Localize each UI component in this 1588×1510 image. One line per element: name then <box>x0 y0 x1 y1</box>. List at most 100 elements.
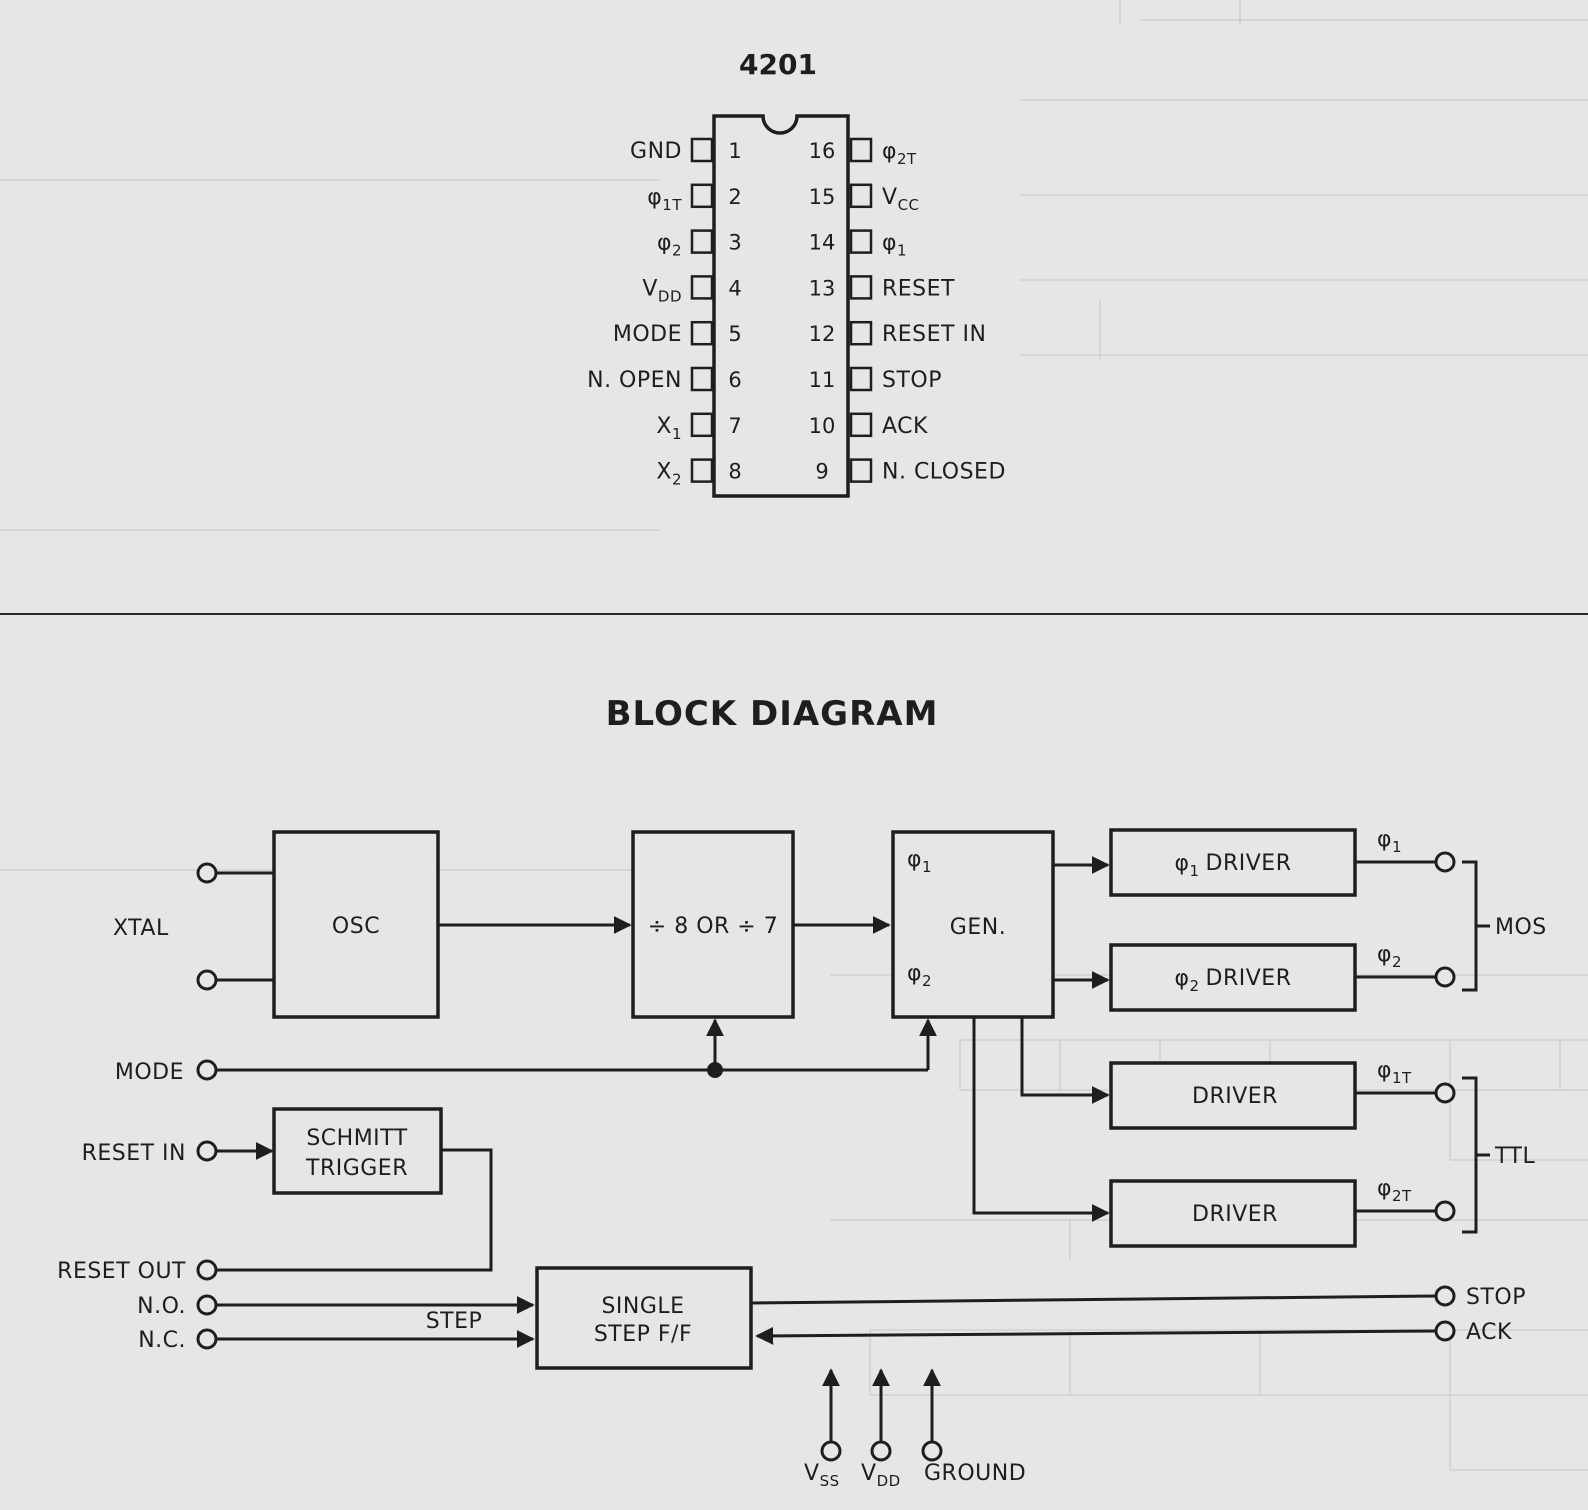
no-terminal <box>196 1294 218 1316</box>
pin-11: 11 STOP <box>809 366 942 393</box>
pin-name: N. CLOSED <box>882 460 1006 485</box>
xtal-upper-terminal <box>196 862 218 884</box>
input-terminals: XTAL MODE RESET IN RESET OUT N.O. N.C. S… <box>57 862 483 1353</box>
pin-number: 10 <box>809 414 836 438</box>
wires <box>214 856 1490 1442</box>
block-diagram-heading: BLOCK DIAGRAM <box>606 694 939 734</box>
xtal-label: XTAL <box>113 916 169 941</box>
pin-8: 8 X2 <box>656 458 742 489</box>
pin-name: X1 <box>656 414 682 443</box>
pin-5: 5 MODE <box>613 320 742 347</box>
vdd-terminal <box>870 1440 892 1462</box>
phi1-out-terminal <box>1434 851 1456 873</box>
pin-name: X2 <box>656 460 682 489</box>
ttl-driver-1-block: DRIVER <box>1109 1061 1357 1130</box>
stop-wire <box>750 1294 1437 1305</box>
stop-label: STOP <box>1466 1285 1526 1310</box>
phi2-out-label: φ2 <box>1377 942 1402 971</box>
pin-name: MODE <box>613 322 682 347</box>
ack-wire <box>755 1326 1437 1345</box>
gen-label: GEN. <box>950 915 1006 940</box>
pin-number: 1 <box>728 139 741 163</box>
gen-to-ttl-driver-2-wire <box>972 1015 1110 1222</box>
pin-number: 16 <box>809 139 836 163</box>
single-step-label-line1: SINGLE <box>601 1294 684 1319</box>
pin-number: 4 <box>728 276 741 300</box>
ttl-bracket <box>1462 1076 1490 1234</box>
pin-name: φ1T <box>647 185 682 214</box>
gen-phi1-label: φ1 <box>907 847 932 876</box>
vdd-label: VDD <box>861 1461 901 1490</box>
pin-number: 5 <box>728 322 741 346</box>
pin-number: 15 <box>809 185 836 209</box>
pin-number: 6 <box>728 368 741 392</box>
pin-number: 7 <box>728 414 741 438</box>
mode-label: MODE <box>115 1060 184 1085</box>
no-label: N.O. <box>137 1294 186 1319</box>
phi1-out-label: φ1 <box>1377 827 1402 856</box>
pin-name: N. OPEN <box>587 368 682 393</box>
pin-12: 12 RESET IN <box>809 320 986 347</box>
pin-name: RESET IN <box>882 322 986 347</box>
pin-6: 6 N. OPEN <box>587 366 742 393</box>
pin-name: φ1 <box>882 231 907 260</box>
reset-out-terminal <box>196 1259 218 1281</box>
vss-terminal <box>820 1440 842 1462</box>
mos-bracket <box>1462 860 1490 992</box>
schmitt-to-singlestep-wire <box>214 1148 493 1272</box>
phi2t-out-terminal <box>1434 1200 1456 1222</box>
pin-number: 13 <box>809 276 836 300</box>
pin-15: 15 VCC <box>809 183 920 214</box>
pin-number: 2 <box>728 185 741 209</box>
block-diagram: BLOCK DIAGRAM <box>57 694 1547 1490</box>
output-terminals: φ1 φ2 φ1T φ2T MOS TTL STOP ACK <box>1377 827 1547 1345</box>
power-terminals: VSS VDD GROUND <box>804 1440 1026 1490</box>
osc-block: OSC <box>272 830 440 1019</box>
ground-label: GROUND <box>924 1461 1026 1486</box>
mode-junction-dot <box>707 1062 723 1078</box>
pin-name: VCC <box>882 185 920 214</box>
nc-label: N.C. <box>138 1328 186 1353</box>
vss-label: VSS <box>804 1461 840 1490</box>
pin-number: 9 <box>815 460 828 484</box>
gen-block: GEN. φ1 φ2 <box>891 830 1055 1019</box>
phi1t-out-terminal <box>1434 1082 1456 1104</box>
pin-number: 8 <box>728 460 741 484</box>
phi2-out-terminal <box>1434 966 1456 988</box>
pin-9: 9 N. CLOSED <box>815 458 1006 485</box>
pin-number: 12 <box>809 322 836 346</box>
reset-out-label: RESET OUT <box>57 1259 186 1284</box>
phi2t-out-label: φ2T <box>1377 1176 1412 1205</box>
gen-to-ttl-driver-1-wire <box>1020 1015 1110 1104</box>
nc-terminal <box>196 1328 218 1350</box>
ack-terminal <box>1434 1320 1456 1342</box>
pin-name: ACK <box>882 414 928 439</box>
single-step-label-line2: STEP F/F <box>594 1322 692 1347</box>
schmitt-trigger-block: SCHMITT TRIGGER <box>272 1107 443 1195</box>
reset-in-terminal <box>196 1140 218 1162</box>
ttl-label: TTL <box>1494 1144 1535 1169</box>
divider-label: ÷ 8 OR ÷ 7 <box>648 914 778 939</box>
mos-label: MOS <box>1495 915 1547 940</box>
pin-10: 10 ACK <box>809 412 928 439</box>
step-label: STEP <box>426 1309 483 1334</box>
stop-terminal <box>1434 1285 1456 1307</box>
mode-terminal <box>196 1059 218 1081</box>
pin-number: 11 <box>809 368 836 392</box>
chip-body <box>712 114 850 498</box>
ground-terminal <box>921 1440 943 1462</box>
pin-7: 7 X1 <box>656 412 742 443</box>
xtal-lower-terminal <box>196 969 218 991</box>
pin-name: STOP <box>882 368 942 393</box>
pin-name: RESET <box>882 276 955 301</box>
